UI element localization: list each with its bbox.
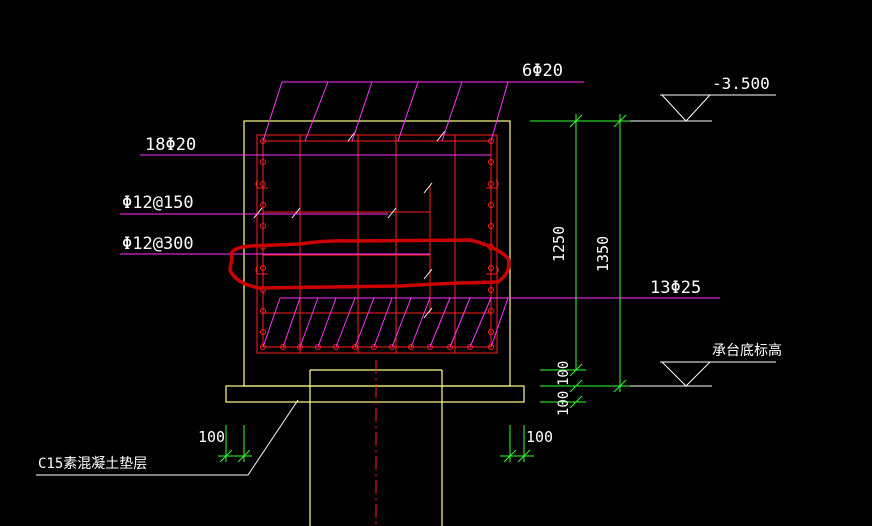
- dim-1250: 1250: [550, 226, 568, 262]
- rebar-hooks: [255, 179, 499, 275]
- cushion-layer-outline: [225, 385, 525, 403]
- label-stirrup-300: Φ12@300: [122, 234, 194, 254]
- cushion-leader: [36, 399, 299, 476]
- label-cushion: C15素混凝土垫层: [38, 456, 147, 472]
- label-elevation-top: -3.500: [712, 74, 770, 93]
- dimension-lines: [218, 114, 630, 463]
- dim-100-right: 100: [526, 428, 553, 446]
- label-stirrup-150: Φ12@150: [122, 193, 194, 213]
- label-elevation-bottom: 承台底标高: [712, 342, 782, 359]
- rebar-dots: [260, 138, 494, 350]
- label-top-bars: 6Φ20: [522, 61, 563, 81]
- elevation-markers: [630, 94, 776, 387]
- markup-highlight: [228, 238, 511, 290]
- dim-100-left: 100: [198, 428, 225, 446]
- leader-lines: [120, 81, 720, 348]
- label-bottom-bars: 13Φ25: [650, 278, 701, 298]
- dim-100-upper: 100: [556, 361, 572, 386]
- dim-100-lower: 100: [556, 391, 572, 416]
- bar-slash-marks: [253, 130, 446, 319]
- dim-1350: 1350: [594, 236, 612, 272]
- label-side-bars: 18Φ20: [145, 135, 196, 155]
